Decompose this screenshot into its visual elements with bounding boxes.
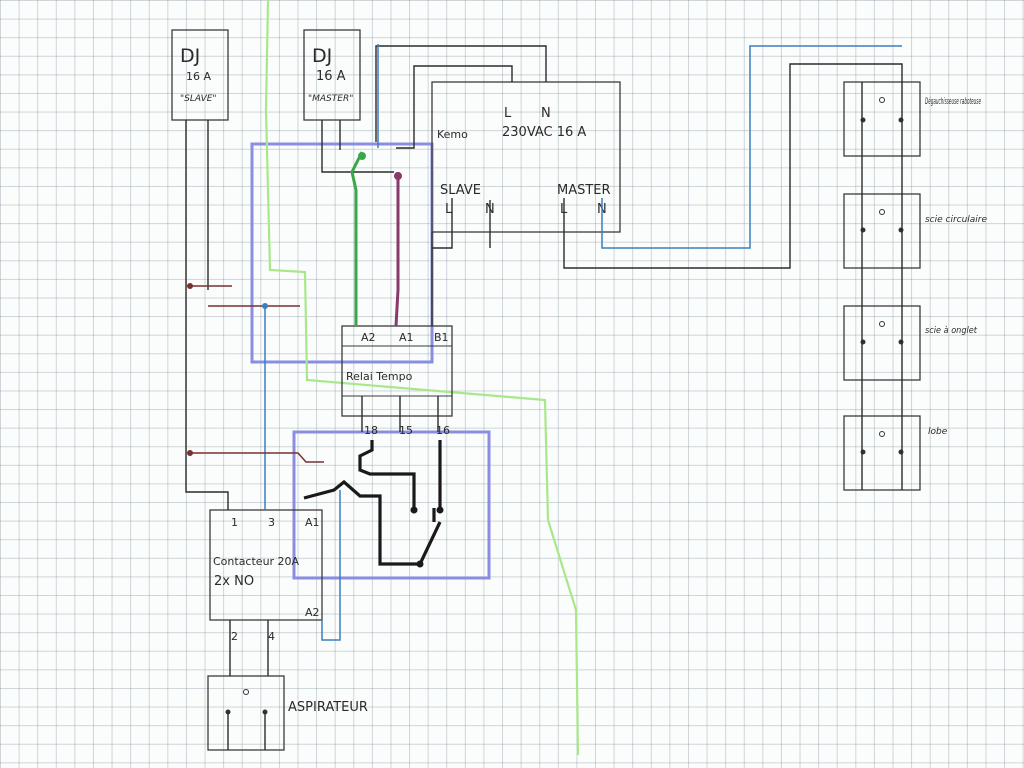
outlet-label: scie à onglet <box>925 326 977 336</box>
relay-contact-drawing <box>303 440 442 566</box>
contactor-pin-a1: A1 <box>305 516 320 529</box>
outlet-earth-icon <box>879 209 885 215</box>
black-wires <box>185 45 903 750</box>
relay-pin-15: 15 <box>399 424 413 437</box>
blue-wires <box>264 44 902 641</box>
outlet-label: Dégauchisseuse raboteuse <box>925 96 981 107</box>
kemo-slave-l: L <box>445 202 453 217</box>
junction-dot <box>187 450 193 456</box>
kemo-supply-l: L <box>504 106 512 121</box>
kemo-supply-text: 230VAC 16 A <box>502 125 586 140</box>
outlet-pin-icon <box>898 117 904 123</box>
junction-dot <box>358 152 366 160</box>
relay-tempo[interactable]: A2 A1 B1 Relai Tempo 18 15 16 <box>341 325 453 437</box>
outlet-box <box>843 415 921 491</box>
contactor-box <box>209 509 323 621</box>
outlet-pin-icon <box>860 449 866 455</box>
aspirateur-box <box>207 675 285 751</box>
contact-point-icon <box>410 506 418 514</box>
contactor-pin-4: 4 <box>268 630 275 643</box>
relay-pin-18: 18 <box>364 424 378 437</box>
relay-pin-16: 16 <box>436 424 450 437</box>
purple-coil-wire <box>394 172 400 327</box>
contact-zone-frame <box>292 430 491 580</box>
outlet-pin-icon <box>898 449 904 455</box>
breaker-slave-title: DJ <box>180 45 200 67</box>
junction-dot <box>262 303 268 309</box>
green-marker-line <box>264 0 580 756</box>
breaker-master-tag: "MASTER" <box>308 94 353 104</box>
breaker-slave-box <box>171 29 229 121</box>
breaker-master-rating: 16 A <box>316 69 346 84</box>
outlet-2[interactable]: scie circulaire <box>843 193 987 269</box>
outlet-box <box>843 193 921 269</box>
junction-dot <box>394 172 402 180</box>
kemo-name: Kemo <box>437 128 468 141</box>
breaker-slave[interactable]: DJ 16 A "SLAVE" <box>171 29 229 121</box>
outlet-pin-icon <box>898 227 904 233</box>
kemo-supply-n: N <box>541 106 551 121</box>
contactor-name: Contacteur 20A <box>213 555 300 568</box>
outlet-4[interactable]: lobe <box>843 415 948 491</box>
breaker-slave-rating: 16 A <box>186 70 211 83</box>
kemo-module[interactable]: Kemo L N 230VAC 16 A SLAVE MASTER L N L … <box>431 81 621 233</box>
junction-dot <box>187 283 193 289</box>
contactor-pin-1: 1 <box>231 516 238 529</box>
contact-point-icon <box>416 560 424 568</box>
green-coil-wire <box>350 151 364 326</box>
outlet-pin-icon <box>860 227 866 233</box>
outlet-3[interactable]: scie à onglet <box>843 305 977 381</box>
contact-point-icon <box>436 506 444 514</box>
kemo-box <box>431 81 621 233</box>
aspirateur-outlet[interactable]: ASPIRATEUR <box>207 675 368 751</box>
contactor-type: 2x NO <box>214 574 254 589</box>
outlet-earth-icon <box>879 321 885 327</box>
brown-wires <box>190 285 324 463</box>
outlet-earth-icon <box>243 689 249 695</box>
breaker-slave-tag: "SLAVE" <box>180 94 217 104</box>
outlet-box <box>843 81 921 157</box>
aspirateur-label: ASPIRATEUR <box>288 700 368 715</box>
breaker-master[interactable]: DJ 16 A "MASTER" <box>303 29 361 121</box>
outlet-pin-icon <box>860 117 866 123</box>
contactor-pin-3: 3 <box>268 516 275 529</box>
contactor-pin-2: 2 <box>231 630 238 643</box>
contactor-pin-a2: A2 <box>305 606 320 619</box>
outlet-pin-icon <box>860 339 866 345</box>
breaker-master-box <box>303 29 361 121</box>
kemo-master-label: MASTER <box>557 183 611 198</box>
relay-pin-a1: A1 <box>399 331 414 344</box>
outlet-pin-icon <box>898 339 904 345</box>
kemo-slave-label: SLAVE <box>440 183 481 198</box>
contactor[interactable]: 1 3 A1 Contacteur 20A 2x NO 2 4 A2 <box>209 509 323 643</box>
outlet-box <box>843 305 921 381</box>
outlet-1[interactable]: Dégauchisseuse raboteuse <box>843 81 981 157</box>
outlet-earth-icon <box>879 97 885 103</box>
relay-name: Relai Tempo <box>346 370 413 383</box>
relay-pin-b1: B1 <box>434 331 449 344</box>
breaker-master-title: DJ <box>312 45 332 67</box>
outlet-label: lobe <box>928 427 948 437</box>
relay-pin-a2: A2 <box>361 331 376 344</box>
outlet-label: scie circulaire <box>925 215 987 225</box>
outlet-earth-icon <box>879 431 885 437</box>
